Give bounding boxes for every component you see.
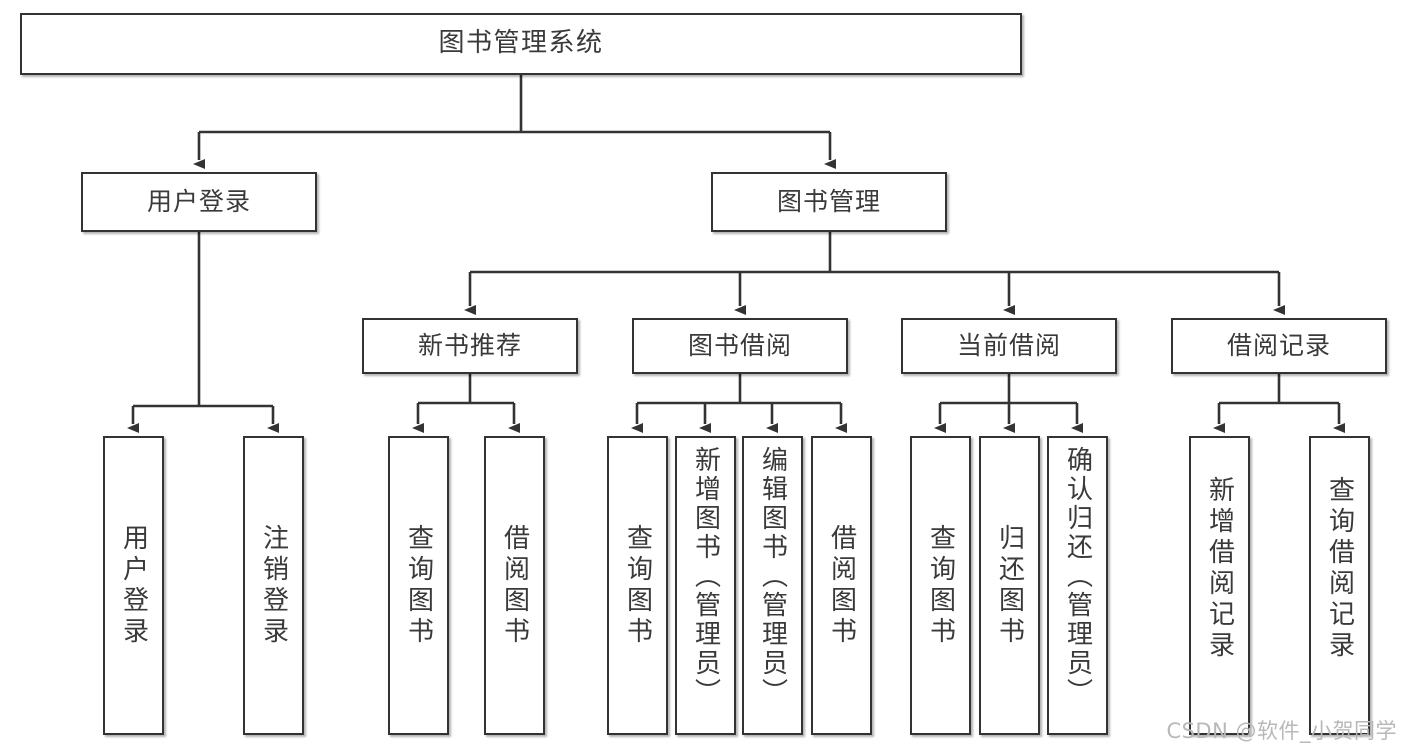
node-label: 图书借阅 <box>687 331 792 360</box>
node-leaf-borrow-book[interactable]: 借阅图书 <box>811 436 872 735</box>
node-label: 查询图书 <box>622 524 653 648</box>
node-leaf-query-book-borrow[interactable]: 查询图书 <box>607 436 668 735</box>
csdn-watermark: CSDN @软件_小贺同学 <box>1166 719 1397 743</box>
node-label: 用户登录 <box>118 524 149 648</box>
node-root-book-management-system[interactable]: 图书管理系统 <box>20 13 1022 75</box>
node-leaf-add-book-admin[interactable]: 新增图书（管理员） <box>675 436 736 735</box>
node-leaf-user-login[interactable]: 用户登录 <box>103 436 164 735</box>
node-label: 新增图书（管理员） <box>690 446 721 707</box>
node-label: 查询图书 <box>925 524 956 648</box>
node-leaf-logout-login[interactable]: 注销登录 <box>243 436 304 735</box>
node-leaf-add-borrow-record[interactable]: 新增借阅记录 <box>1189 436 1250 735</box>
node-label: 借阅图书 <box>499 524 530 648</box>
node-label: 借阅图书 <box>826 524 857 648</box>
node-leaf-return-book[interactable]: 归还图书 <box>979 436 1040 735</box>
node-current-borrow[interactable]: 当前借阅 <box>901 318 1117 374</box>
node-leaf-query-borrow-record[interactable]: 查询借阅记录 <box>1309 436 1370 735</box>
node-book-borrow[interactable]: 图书借阅 <box>632 318 848 374</box>
node-user-login[interactable]: 用户登录 <box>81 172 317 232</box>
node-label: 编辑图书（管理员） <box>757 446 788 707</box>
node-label: 借阅记录 <box>1226 331 1331 360</box>
node-leaf-query-book-current[interactable]: 查询图书 <box>910 436 971 735</box>
node-book-management[interactable]: 图书管理 <box>711 172 947 232</box>
node-label: 用户登录 <box>146 187 251 216</box>
node-borrow-record[interactable]: 借阅记录 <box>1171 318 1387 374</box>
node-label: 查询图书 <box>403 524 434 648</box>
node-leaf-edit-book-admin[interactable]: 编辑图书（管理员） <box>742 436 803 735</box>
node-label: 注销登录 <box>258 524 289 648</box>
node-label: 新书推荐 <box>417 331 522 360</box>
node-new-book-recommend[interactable]: 新书推荐 <box>362 318 578 374</box>
node-label: 新增借阅记录 <box>1204 476 1235 662</box>
node-leaf-borrow-book-recommend[interactable]: 借阅图书 <box>484 436 545 735</box>
node-label: 归还图书 <box>994 524 1025 648</box>
node-leaf-query-book-recommend[interactable]: 查询图书 <box>388 436 449 735</box>
node-leaf-confirm-return-admin[interactable]: 确认归还（管理员） <box>1047 436 1108 735</box>
node-label: 确认归还（管理员） <box>1062 446 1093 707</box>
node-label: 当前借阅 <box>956 331 1061 360</box>
node-label: 图书管理 <box>776 187 881 216</box>
node-label: 查询借阅记录 <box>1324 476 1355 662</box>
node-label: 图书管理系统 <box>438 28 604 59</box>
